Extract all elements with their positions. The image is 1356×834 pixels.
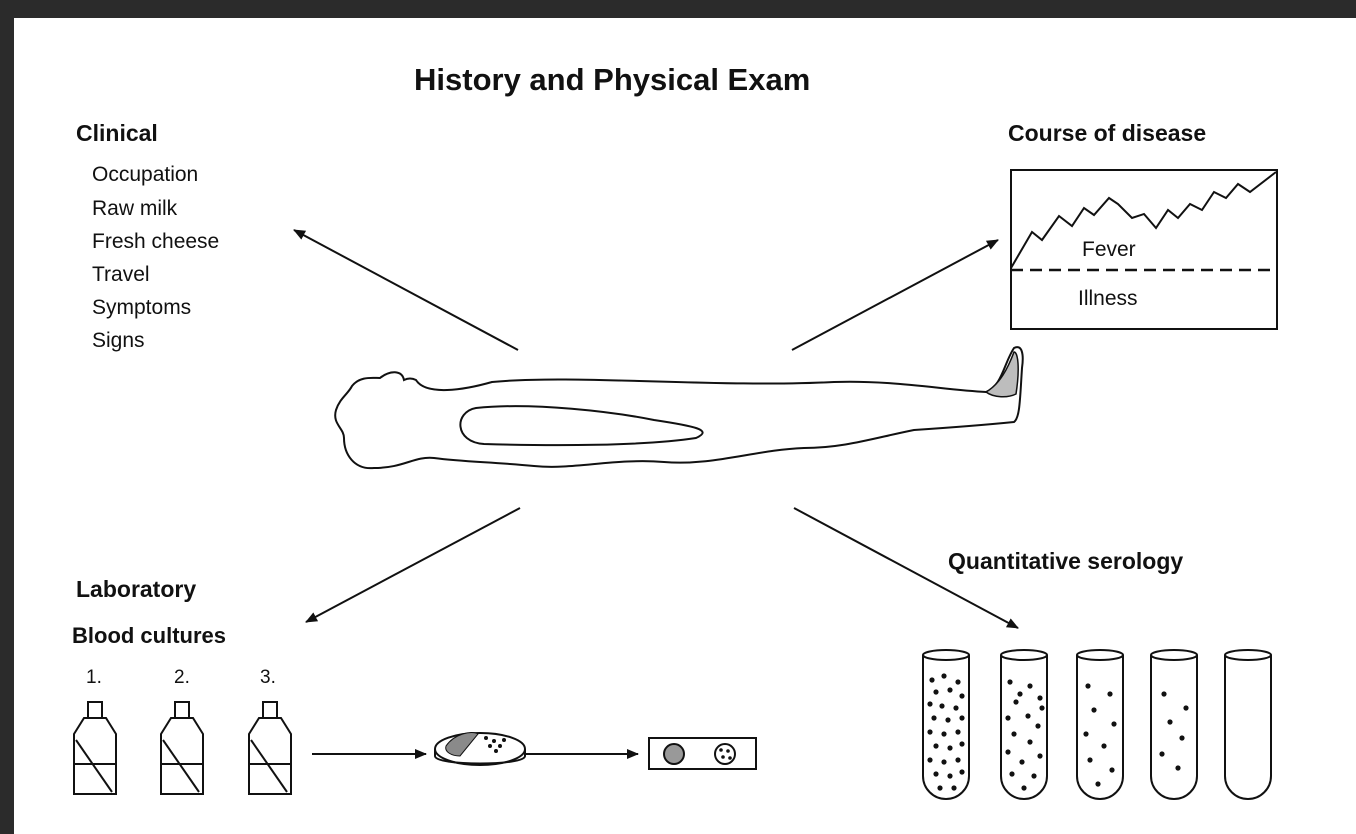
serology-tube: [1151, 650, 1197, 799]
agglutination-slide: [649, 738, 756, 769]
blood-culture-bottle: [249, 702, 291, 794]
diagram-canvas: History and Physical Exam Clinical Occup…: [14, 18, 1356, 834]
serology-tube: [1077, 650, 1123, 799]
blood-culture-bottle: [74, 702, 116, 794]
serology-tubes: [923, 650, 1271, 799]
fever-curve: [1011, 172, 1276, 268]
blood-culture-bottle: [161, 702, 203, 794]
blood-culture-bottles: [74, 702, 291, 794]
diagram-drawing: [14, 18, 1356, 834]
patient-body-figure: [335, 347, 1023, 468]
arrow-to-course: [792, 240, 998, 350]
arrow-to-laboratory: [306, 508, 520, 622]
course-of-disease-graph: [1011, 170, 1277, 329]
serology-tube: [1001, 650, 1047, 799]
culture-plate: [435, 733, 525, 766]
arrow-to-serology: [794, 508, 1018, 628]
serology-tube: [1225, 650, 1271, 799]
serology-tube: [923, 650, 969, 799]
arrow-to-clinical: [294, 230, 518, 350]
